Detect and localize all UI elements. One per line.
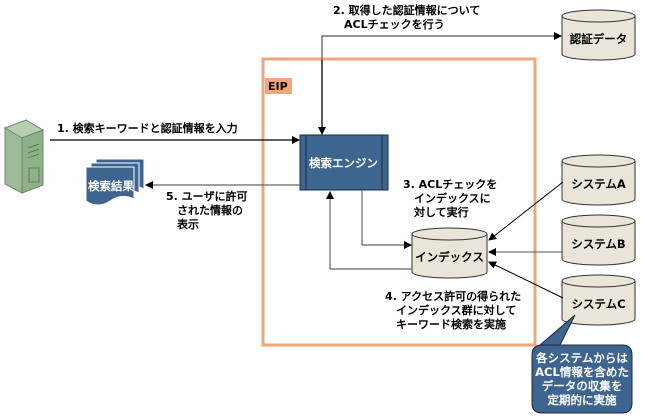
auth-data-label: 認証データ: [570, 32, 628, 46]
results-label: 検索結果: [88, 179, 134, 193]
arrow-step4: [326, 191, 412, 270]
system-b-cylinder: システムB: [561, 214, 636, 266]
eip-label: EIP: [268, 80, 288, 93]
step5-label: 5. ユーザに許可された情報の表示: [166, 189, 247, 231]
auth-data-cylinder: 認証データ: [561, 9, 636, 61]
system-b-label: システムB: [571, 237, 625, 251]
system-a-label: システムA: [571, 177, 626, 191]
engine-label: 検索エンジン: [309, 156, 378, 170]
callout: [531, 314, 633, 414]
eip-boundary: [261, 57, 537, 347]
arrow-system-a: [488, 181, 564, 241]
index-cylinder: インデックス: [411, 227, 488, 279]
arrow-system-c: [488, 261, 564, 299]
eip-label-bg: [265, 78, 292, 94]
arrow-step3: [361, 190, 412, 249]
index-label: インデックス: [415, 250, 484, 264]
system-a-cylinder: システムA: [561, 154, 636, 206]
system-c-cylinder: システムC: [561, 274, 636, 326]
search-engine-box: [299, 134, 389, 191]
server-tower-icon: [3, 119, 45, 194]
step4-label: 4. アクセス許可の得られたインデックス群に対してキーワード検索を実施: [385, 289, 521, 331]
search-results-doc: [85, 158, 145, 206]
arrow-step2-to-auth: [321, 32, 562, 134]
system-c-label: システムC: [571, 297, 625, 311]
step3-label: 3. ACLチェックをインデックスに対して実行: [403, 178, 497, 219]
step1-label: 1. 検索キーワードと認証情報を入力: [57, 121, 238, 135]
